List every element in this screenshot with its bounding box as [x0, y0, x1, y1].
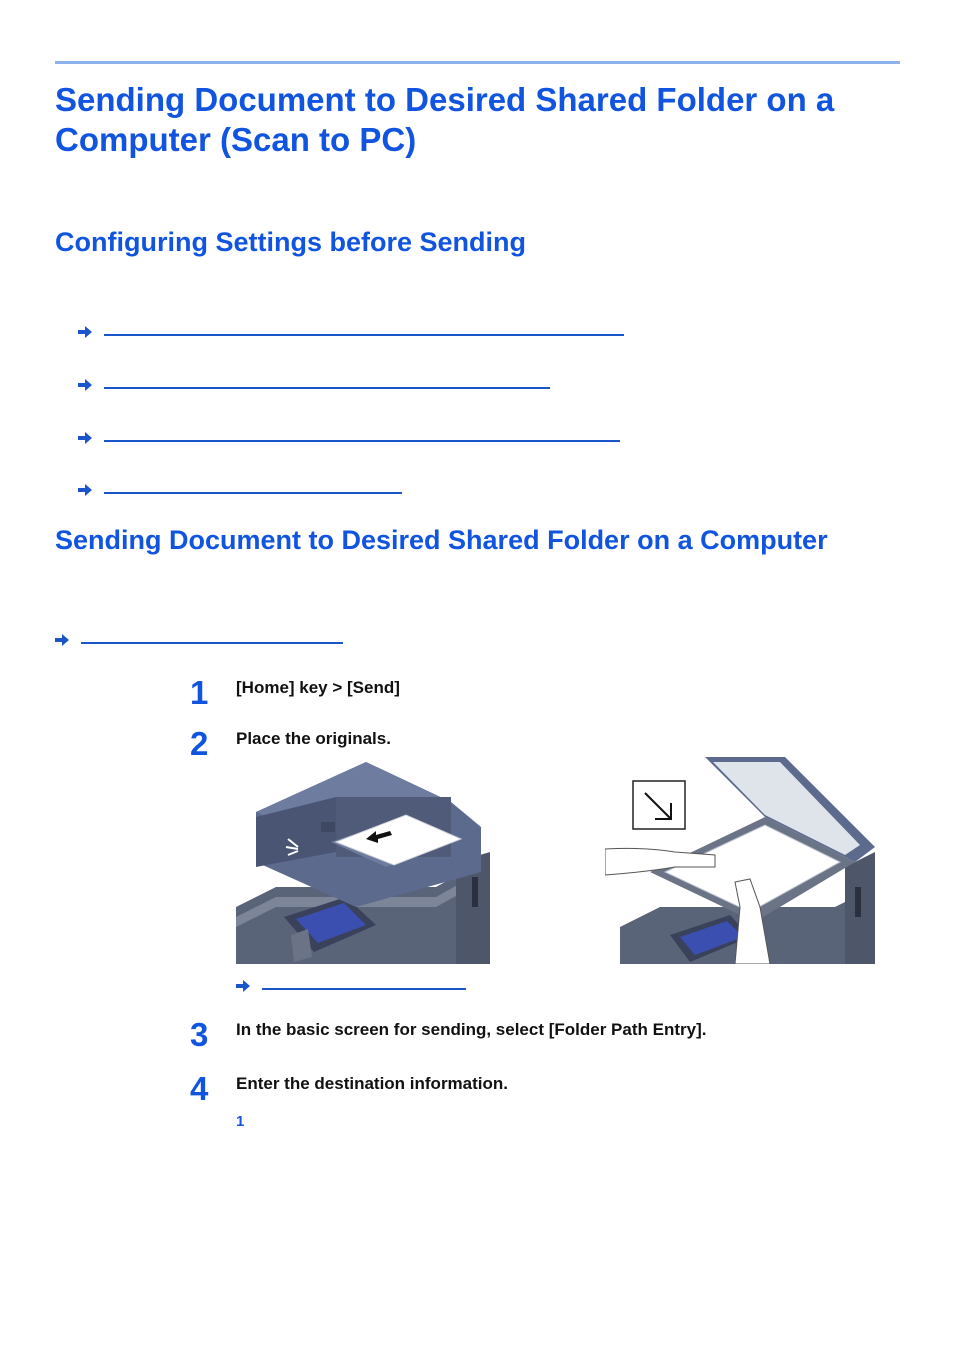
link-underline — [262, 988, 466, 990]
reference-link-6[interactable] — [236, 978, 466, 994]
arrow-right-icon — [78, 379, 92, 391]
step-number: 4 — [190, 1070, 209, 1107]
arrow-right-icon — [78, 432, 92, 444]
reference-link-5[interactable] — [55, 632, 343, 648]
top-rule — [55, 61, 900, 64]
substep-number: 1 — [236, 1113, 245, 1130]
step-number: 3 — [190, 1016, 209, 1053]
page-title: Sending Document to Desired Shared Folde… — [55, 81, 835, 158]
arrow-right-icon — [78, 326, 92, 338]
link-underline — [104, 387, 550, 389]
link-underline — [104, 492, 402, 494]
step-text: Place the originals. — [236, 729, 391, 748]
document-processor-illustration — [236, 762, 490, 964]
section-heading-configuring: Configuring Settings before Sending — [55, 227, 526, 257]
step-text: Enter the destination information. — [236, 1074, 509, 1093]
step-text: In the basic screen for sending, select … — [236, 1020, 707, 1039]
arrow-right-icon — [78, 484, 92, 496]
reference-link-3[interactable] — [78, 430, 620, 446]
step-text: [Home] key > [Send] — [236, 678, 400, 697]
link-underline — [104, 334, 624, 336]
arrow-right-icon — [236, 980, 250, 992]
step-number: 2 — [190, 725, 209, 762]
platen-illustration — [605, 757, 875, 964]
reference-link-4[interactable] — [78, 482, 402, 498]
reference-link-2[interactable] — [78, 377, 550, 393]
step-number: 1 — [190, 674, 209, 711]
arrow-right-icon — [55, 634, 69, 646]
section-heading-sending: Sending Document to Desired Shared Folde… — [55, 525, 828, 555]
reference-link-1[interactable] — [78, 324, 624, 340]
link-underline — [104, 440, 620, 442]
link-underline — [81, 642, 343, 644]
